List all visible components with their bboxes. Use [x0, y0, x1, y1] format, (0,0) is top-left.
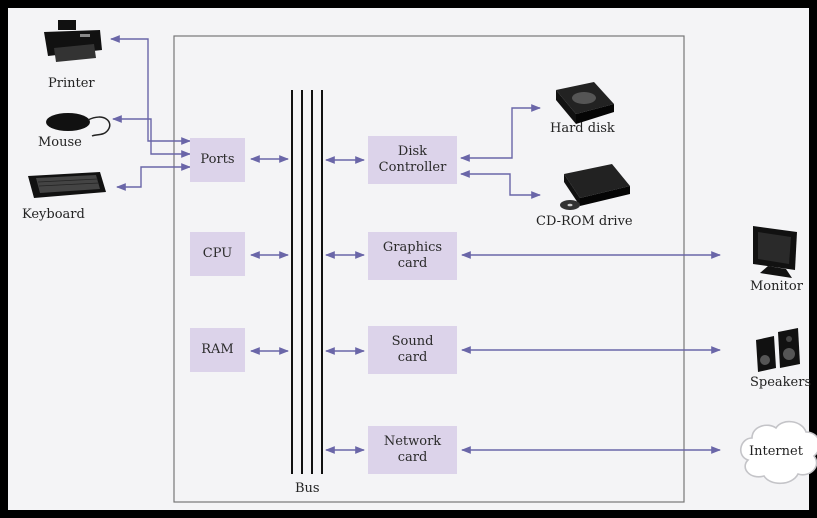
- mouse-icon: [46, 113, 111, 137]
- disk-cdrom-connector: [460, 170, 541, 199]
- diagram-svg: [28, 20, 817, 503]
- bus-lines: [291, 90, 323, 474]
- sound-card-label-line2: card: [397, 350, 428, 365]
- graphics-card-label-line1: Graphics: [382, 240, 443, 255]
- speakers-icon: [756, 328, 800, 372]
- ram-label: RAM: [201, 342, 234, 357]
- sound-card-label-line1: Sound: [391, 334, 434, 349]
- cdrom-icon: [560, 164, 630, 210]
- hard-disk-icon: [556, 82, 614, 124]
- printer-label: Printer: [48, 76, 95, 91]
- ports-label: Ports: [200, 152, 235, 167]
- ram-box: RAM: [190, 328, 245, 372]
- cpu-box: CPU: [190, 232, 245, 276]
- cdrom-label: CD-ROM drive: [536, 214, 633, 229]
- bus-label: Bus: [295, 481, 320, 496]
- internet-label: Internet: [749, 444, 803, 459]
- internet-cloud-icon: [740, 420, 817, 485]
- cpu-label: CPU: [202, 246, 233, 261]
- mouse-label: Mouse: [38, 135, 82, 150]
- disk-controller-box: Disk Controller: [368, 136, 457, 184]
- network-card-label-line2: card: [397, 450, 428, 465]
- monitor-icon: [753, 226, 797, 278]
- keyboard-icon: [28, 172, 106, 198]
- disk-controller-label-line1: Disk: [397, 144, 428, 159]
- disk-controller-label-line2: Controller: [378, 160, 447, 175]
- network-card-box: Network card: [368, 426, 457, 474]
- graphics-card-box: Graphics card: [368, 232, 457, 280]
- ports-box: Ports: [190, 138, 245, 182]
- mouse-ports-connector: [112, 115, 191, 158]
- monitor-label: Monitor: [750, 279, 803, 294]
- keyboard-label: Keyboard: [22, 207, 85, 222]
- diagram-canvas: Ports CPU RAM Disk Controller Graphics c…: [8, 8, 817, 510]
- printer-icon: [44, 20, 102, 62]
- hard-disk-label: Hard disk: [550, 121, 615, 136]
- sound-card-box: Sound card: [368, 326, 457, 374]
- graphics-card-label-line2: card: [397, 256, 428, 271]
- disk-harddisk-connector: [460, 104, 541, 162]
- system-unit-frame: [173, 35, 685, 503]
- keyboard-ports-connector: [116, 163, 191, 191]
- network-card-label-line1: Network: [383, 434, 442, 449]
- speakers-label: Speakers: [750, 375, 812, 390]
